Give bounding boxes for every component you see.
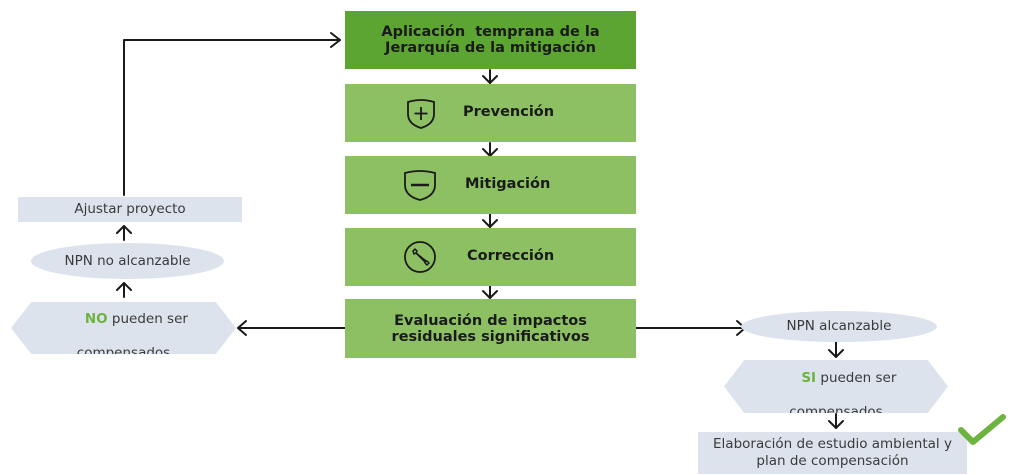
arrow-down-2 [482,142,498,157]
arrow-loop-back [123,32,341,196]
early-application-line2: Jerarquía de la mitigación [385,40,596,56]
arrow-to-npn-reachable [635,320,746,336]
no-word: NO [84,311,108,327]
arrow-down-1 [482,69,498,84]
npn-not-reachable-ellipse: NPN no alcanzable [31,243,224,279]
correction-box: Corrección [345,228,636,286]
arrow-down-4 [482,285,498,299]
evaluation-line1: Evaluación de impactos [394,312,587,329]
shield-plus-icon [407,99,435,129]
prevention-label: Prevención [463,104,555,120]
final-report-line2: plan de compensación [756,453,909,469]
no-compensable-line1: NO pueden ser [59,302,188,345]
wrench-icon [404,241,436,273]
early-application-box: Aplicación temprana de la Jerarquía de l… [345,11,636,69]
correction-label: Corrección [467,248,555,264]
no-rest: pueden ser [107,311,188,327]
npn-reachable-ellipse: NPN alcanzable [741,311,937,342]
no-compensable-hexagon: NO pueden ser compensados [11,302,236,354]
shield-minus-icon [404,170,436,201]
arrow-to-no-compensable [237,320,346,336]
si-word: SI [801,369,817,386]
arrow-up-1 [116,282,132,298]
no-compensable-line2: compensados [76,345,171,361]
si-rest: pueden ser [816,369,897,386]
evaluation-line2: residuales significativos [391,328,590,345]
arrow-up-2 [116,225,132,241]
si-compensable-hexagon: SI pueden ser compensados [724,360,948,413]
evaluation-box: Evaluación de impactos residuales signif… [345,299,636,358]
early-application-line1: Aplicación temprana de la [381,24,600,40]
si-compensable-line2: compensados [789,403,883,420]
final-report-line1: Elaboración de estudio ambiental y [713,436,952,452]
mitigation-box: Mitigación [345,156,636,214]
final-report-box: Elaboración de estudio ambiental y plan … [698,432,967,474]
adjust-project-box: Ajustar proyecto [18,197,242,222]
npn-not-reachable-label: NPN no alcanzable [64,252,191,269]
npn-reachable-label: NPN alcanzable [786,318,892,334]
prevention-box: Prevención [345,84,636,142]
arrow-down-right-1 [828,341,844,358]
adjust-project-label: Ajustar proyecto [74,201,186,217]
si-compensable-line1: SI pueden ser [776,360,897,404]
arrow-down-3 [482,213,498,228]
mitigation-label: Mitigación [465,176,551,192]
checkmark-icon [958,414,1006,445]
arrow-down-right-2 [828,413,844,429]
